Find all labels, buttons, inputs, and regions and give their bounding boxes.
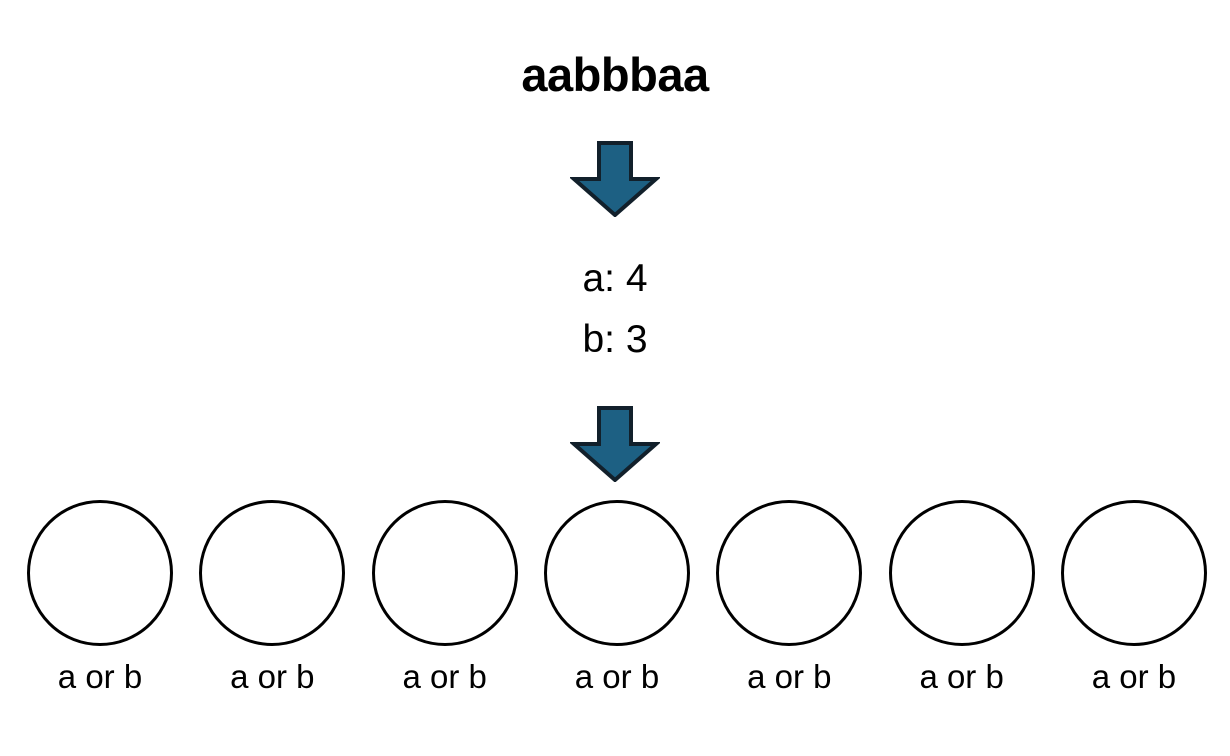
list-item: a or b	[194, 500, 350, 693]
slot-circle	[27, 500, 173, 646]
slot-label: a or b	[1091, 658, 1177, 695]
list-item: a or b	[22, 500, 178, 693]
list-item: a or b	[1056, 500, 1212, 693]
list-item: a or b	[711, 500, 867, 693]
count-value-a: a: 4	[582, 257, 648, 300]
slot-label: a or b	[230, 658, 315, 695]
slot-circle	[1060, 500, 1207, 646]
slot-circle	[888, 500, 1035, 646]
slot-circle	[371, 500, 518, 646]
down-arrow-icon	[568, 406, 662, 483]
count-value-b: b: 3	[582, 318, 648, 361]
count-row-a: a: 4	[0, 259, 1230, 298]
slot-circle	[543, 500, 690, 646]
page-title: aabbbaa	[521, 48, 709, 101]
slot-label: a or b	[574, 658, 660, 695]
count-row-b: b: 3	[0, 320, 1230, 359]
list-item: a or b	[367, 500, 523, 693]
slots-row: a or b a or b a or b a or b a or b a or …	[22, 500, 1212, 710]
slot-label: a or b	[57, 658, 143, 695]
slot-circle	[716, 500, 863, 646]
list-item: a or b	[884, 500, 1040, 693]
down-arrow-icon	[568, 141, 662, 218]
slot-circle	[199, 500, 346, 646]
list-item: a or b	[539, 500, 695, 693]
slot-label: a or b	[919, 658, 1004, 695]
slot-label: a or b	[402, 658, 487, 695]
slot-label: a or b	[747, 658, 832, 695]
